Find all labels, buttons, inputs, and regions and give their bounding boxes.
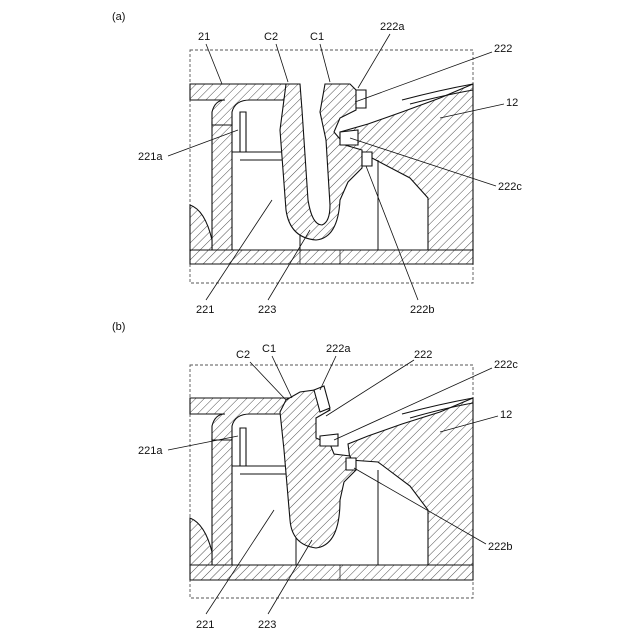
label-223-b: 223 (258, 619, 276, 631)
panel-a-cross-section (190, 84, 473, 264)
panel-a-seal-223 (280, 84, 362, 240)
label-222c-b: 222c (494, 359, 518, 371)
label-221a-b: 221a (138, 445, 163, 457)
label-223: 223 (258, 304, 276, 316)
label-221: 221 (196, 304, 214, 316)
panel-b-cross-section (190, 386, 473, 580)
label-c2-b: C2 (236, 349, 250, 361)
label-222a-b: 222a (326, 343, 351, 355)
label-222b-b: 222b (488, 541, 512, 553)
label-221a: 221a (138, 151, 163, 163)
label-21: 21 (198, 31, 210, 43)
label-12-b: 12 (500, 409, 512, 421)
panel-a: (a) (112, 11, 522, 316)
panel-b-lower-wall (190, 565, 473, 580)
label-222: 222 (494, 43, 512, 55)
label-c1-b: C1 (262, 343, 276, 355)
label-221-b: 221 (196, 619, 214, 631)
panel-b-seal-223 (280, 390, 356, 548)
panel-a-title: (a) (112, 11, 125, 23)
label-12: 12 (506, 97, 518, 109)
label-222b: 222b (410, 304, 434, 316)
label-222-b: 222 (414, 349, 432, 361)
panel-b-title: (b) (112, 321, 125, 333)
label-c2: C2 (264, 31, 278, 43)
label-c1: C1 (310, 31, 324, 43)
label-222c: 222c (498, 181, 522, 193)
panel-b: (b) C2 C1 (112, 321, 518, 631)
panel-b-part-12 (348, 398, 473, 565)
label-222a: 222a (380, 21, 405, 33)
panel-a-lower-wall (190, 250, 473, 264)
